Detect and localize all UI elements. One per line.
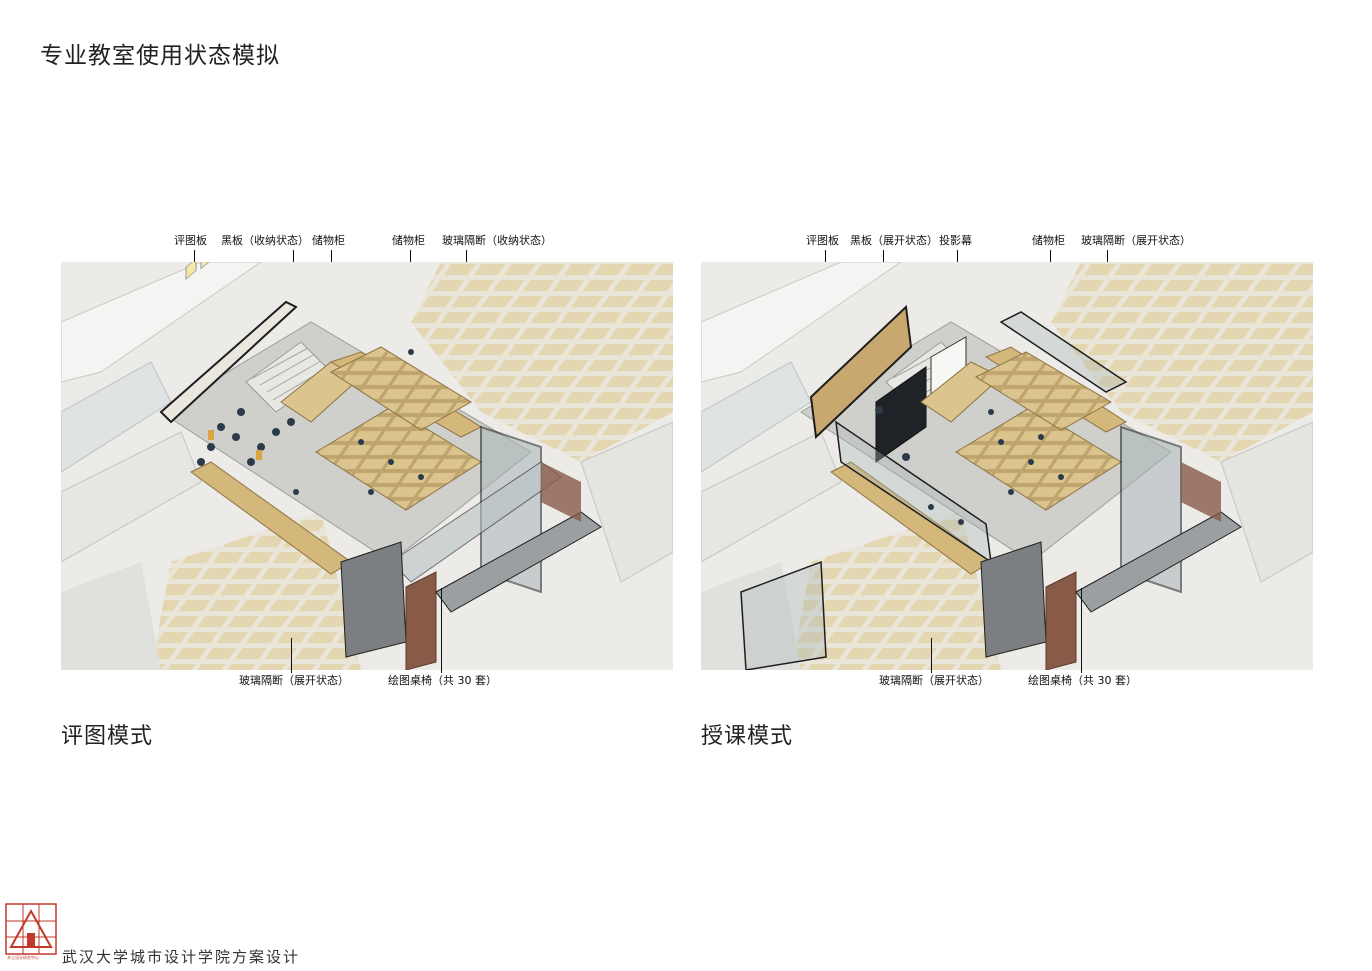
review-mode-axonometric-view [61,262,673,670]
lecture-mode-panel: 评图板 黑板（展开状态） 投影幕 储物柜 玻璃隔断（展开状态） [701,228,1313,688]
callout-storage-cabinet: 储物柜 [1032,234,1065,247]
leader-line [1081,588,1082,673]
callout-storage-cabinet-a: 储物柜 [312,234,345,247]
callout-projection-screen: 投影幕 [939,234,972,247]
footer-institution: 武汉大学城市设计学院方案设计 [62,948,301,966]
page-title: 专业教室使用状态模拟 [40,43,280,69]
design-center-logo [5,903,57,955]
callout-blackboard: 黑板（展开状态） [850,234,938,247]
lecture-mode-illustration [701,262,1313,670]
callout-drafting-desks: 绘图桌椅（共 30 套） [388,674,497,687]
lecture-mode-label: 授课模式 [701,724,794,749]
callout-storage-cabinet-b: 储物柜 [392,234,425,247]
callout-blackboard: 黑板（收纳状态） [221,234,309,247]
callout-review-board: 评图板 [806,234,839,247]
review-mode-label: 评图模式 [61,724,154,749]
leader-line [931,638,932,673]
lecture-mode-axonometric-view [701,262,1313,670]
review-mode-panel: 评图板 黑板（收纳状态） 储物柜 储物柜 玻璃隔断（收纳状态） [61,228,673,688]
logo-caption: 本土设计研究中心 [7,955,39,960]
leader-line [291,638,292,673]
review-mode-illustration [61,262,673,670]
callout-review-board: 评图板 [174,234,207,247]
callout-glass-partition-bottom: 玻璃隔断（展开状态） [879,674,989,687]
callout-glass-partition-bottom: 玻璃隔断（展开状态） [239,674,349,687]
callout-glass-partition-top: 玻璃隔断（收纳状态） [442,234,552,247]
leader-line [441,588,442,673]
callout-glass-partition-top: 玻璃隔断（展开状态） [1081,234,1191,247]
callout-drafting-desks: 绘图桌椅（共 30 套） [1028,674,1137,687]
